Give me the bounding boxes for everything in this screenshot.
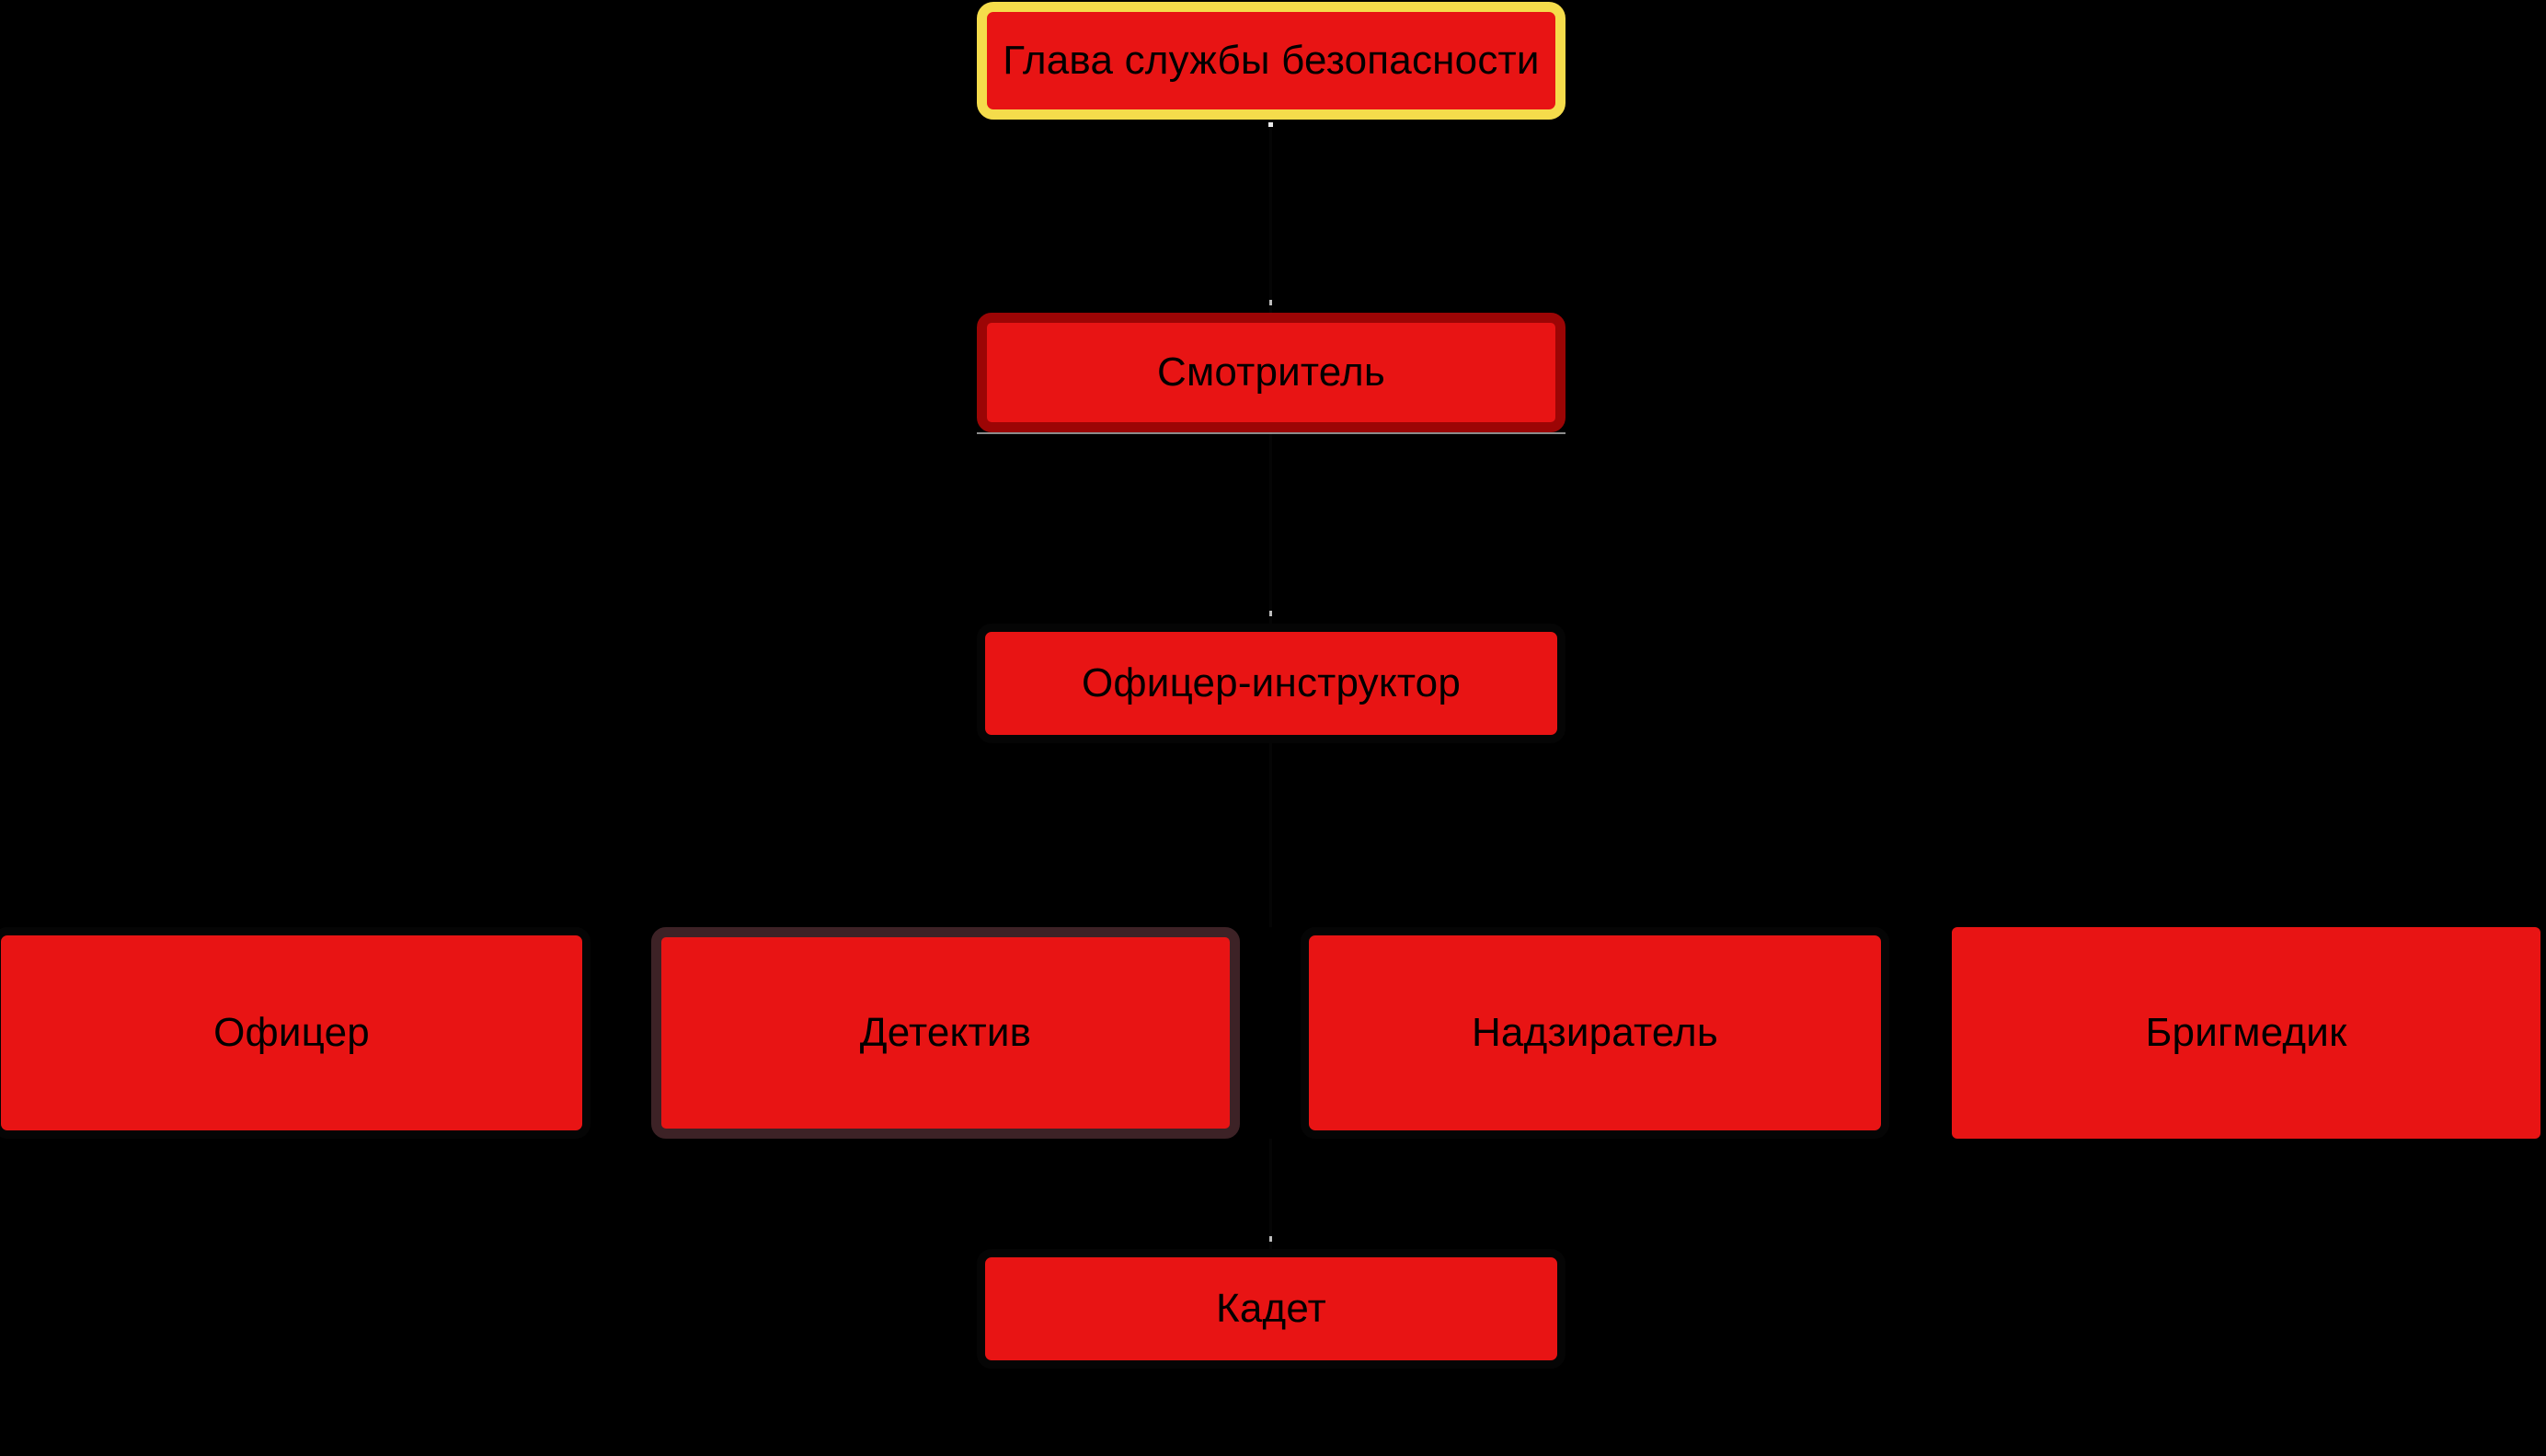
node-officer[interactable]: Офицер — [0, 927, 591, 1139]
connector-dot-head — [1268, 122, 1273, 127]
node-officer-instructor[interactable]: Офицер-инструктор — [977, 624, 1565, 743]
node-label: Глава службы безопасности — [1003, 37, 1540, 83]
node-detective[interactable]: Детектив — [651, 927, 1240, 1139]
node-brigmedic[interactable]: Бригмедик — [1952, 927, 2540, 1139]
connector-instructor-top — [1269, 611, 1272, 616]
connector-kadet-top — [1269, 1236, 1272, 1242]
connector-smotritel-top — [1269, 300, 1272, 305]
node-label: Надзиратель — [1471, 1009, 1719, 1055]
node-cadet[interactable]: Кадет — [977, 1249, 1565, 1369]
node-head-of-security[interactable]: Глава службы безопасности — [977, 2, 1565, 120]
node-label: Детектив — [859, 1009, 1032, 1055]
node-label: Кадет — [1216, 1285, 1326, 1331]
edge-row4-to-kadet — [1269, 1139, 1272, 1249]
node-overseer[interactable]: Надзиратель — [1301, 927, 1889, 1139]
node-label: Офицер-инструктор — [1081, 659, 1462, 705]
node-warden[interactable]: Смотритель — [977, 313, 1565, 434]
edge-head-to-smotritel — [1269, 120, 1272, 315]
node-label: Офицер — [213, 1009, 370, 1055]
edge-instructor-to-row4 — [1269, 743, 1272, 927]
node-label: Бригмедик — [2145, 1009, 2347, 1055]
edge-smotritel-to-instructor — [1269, 432, 1272, 625]
node-label: Смотритель — [1157, 349, 1385, 395]
